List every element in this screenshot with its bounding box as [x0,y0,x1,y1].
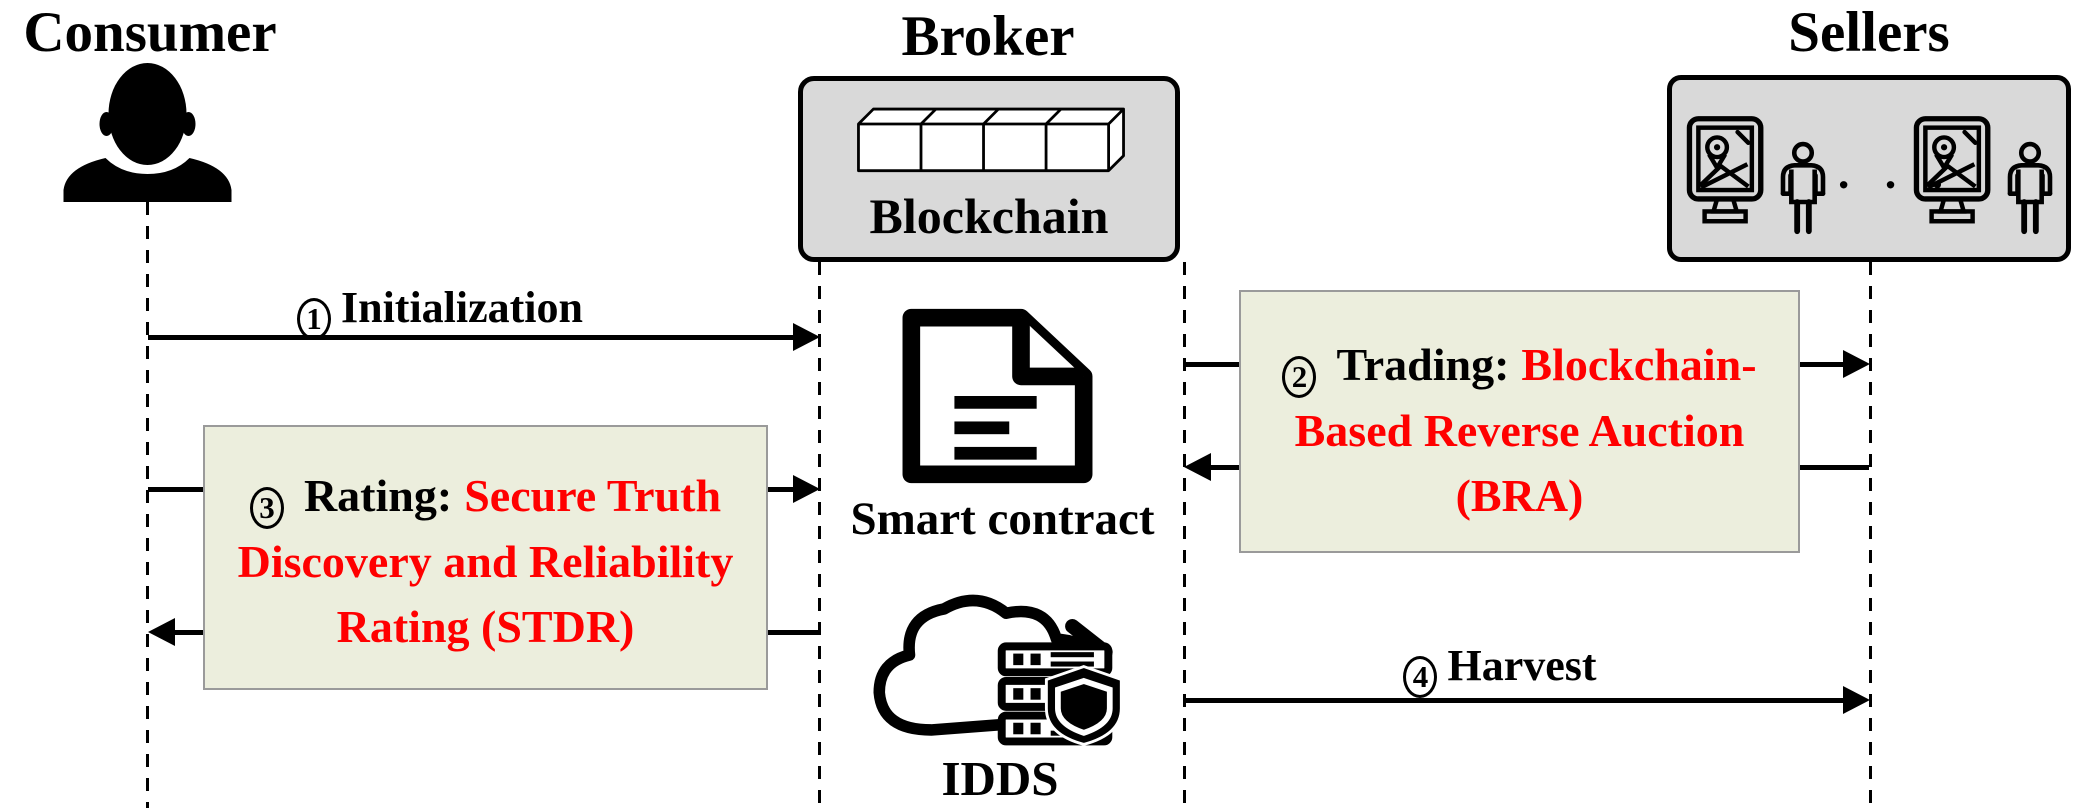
message-3-line-1: 3 Rating:Secure Truth [205,463,766,529]
message-4-arrow-line [1184,698,1846,703]
consumer-title: Consumer [23,1,277,64]
message-2-highlight-2: Based Reverse Auction [1294,405,1745,456]
message-2-line-1: 2 Trading:Blockchain- [1241,332,1798,398]
sellers-ellipsis: · · · [1836,159,1956,210]
message-1-text: Initialization [340,283,584,332]
sellers-box: · · · [1667,75,2071,262]
consumer-lifeline [146,202,149,808]
message-3-forward-line-right [767,487,796,492]
message-2-highlight-1: Blockchain- [1521,339,1757,390]
message-1-arrow-line [148,335,796,340]
message-2-number-circle: 2 [1282,356,1317,398]
message-4-number-circle: 4 [1403,656,1438,698]
message-1-arrowhead [793,323,820,351]
message-3-highlight-1: Secure Truth [464,470,722,521]
message-4-arrowhead [1843,686,1870,714]
message-3-prefix: Rating: [303,470,453,521]
message-1-number-circle: 1 [296,298,331,340]
message-3-rating-label-box: 3 Rating:Secure Truth Discovery and Relia… [203,425,768,690]
message-2-return-line-right [1798,465,1869,470]
message-2-trading-label-box: 2 Trading:Blockchain- Based Reverse Aucti… [1239,290,1800,553]
blockchain-label: Blockchain [869,188,1109,244]
message-2-forward-arrowhead [1843,350,1870,378]
seller-person-icon [2000,135,2060,249]
billboard-map-icon [1685,98,1767,250]
billboard-map-icon [1912,98,1994,250]
message-4-text: Harvest [1447,641,1597,690]
message-2-highlight-3: (BRA) [1455,470,1584,521]
message-3-forward-arrowhead [793,475,820,503]
blockchain-cubes-icon [851,101,1131,175]
broker-title: Broker [901,5,1075,68]
message-2-forward-line-left [1184,362,1240,367]
message-3-return-line-left [175,630,204,635]
smart-contract-label: Smart contract [850,493,1155,545]
message-3-number-circle: 3 [249,487,284,529]
consumer-person-icon [45,62,251,202]
message-3-highlight-3: Rating (STDR) [336,601,635,652]
broker-left-lifeline [818,262,821,808]
message-2-return-line-left [1210,465,1240,470]
idds-cloud-storage-icon [860,583,1142,753]
message-3-highlight-2: Discovery and Reliability [237,536,734,587]
message-3-forward-line-left [148,487,204,492]
blockchain-box: Blockchain [798,76,1180,262]
message-2-prefix: Trading: [1336,339,1510,390]
message-2-forward-line-right [1798,362,1846,367]
message-3-return-line-right [767,630,818,635]
smart-contract-icon [880,297,1115,495]
sellers-title: Sellers [1788,1,1950,64]
seller-person-icon [1773,135,1833,249]
sellers-lifeline [1869,262,1872,808]
broker-right-lifeline [1183,262,1186,808]
idds-label: IDDS [941,751,1059,806]
message-3-return-arrowhead [148,618,175,646]
message-2-return-arrowhead [1184,453,1211,481]
